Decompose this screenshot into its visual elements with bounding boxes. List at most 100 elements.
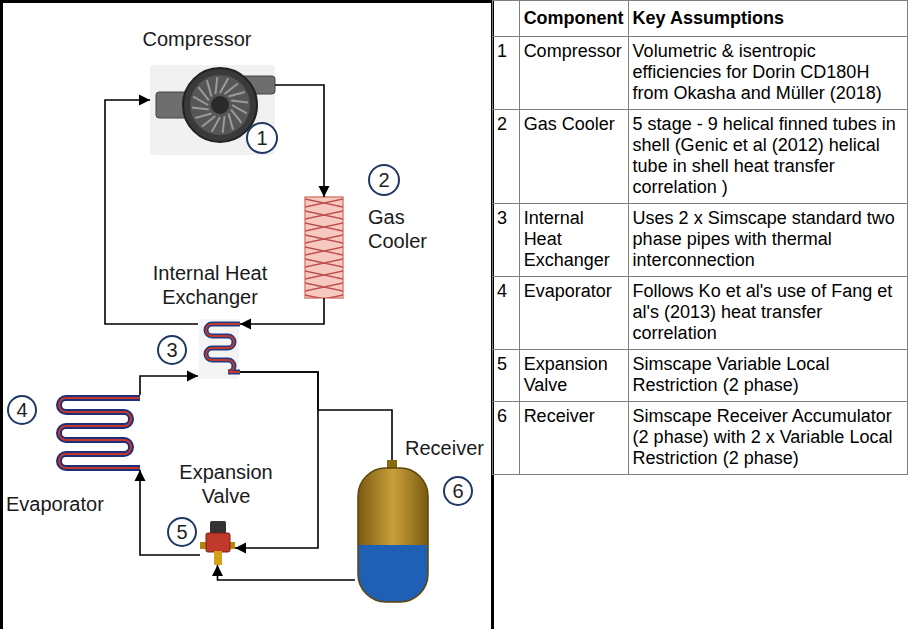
table-cell: 5 stage - 9 helical finned tubes in shel…	[628, 110, 907, 204]
table-cell: 5	[493, 350, 520, 402]
callout-ring	[168, 518, 196, 546]
receiver-unit: Receiver	[355, 460, 430, 605]
table-row: 3 Internal Heat ExchangerUses 2 x Simscap…	[493, 204, 908, 277]
table-text: 2	[497, 114, 515, 135]
callout-circle: 2	[368, 164, 400, 196]
table-text: Expansion Valve	[524, 354, 624, 396]
flow-line	[218, 565, 356, 580]
table-header: Key Assumptions	[633, 8, 903, 29]
compressor-fin	[195, 113, 211, 118]
table-text: Simscape Receiver Accumulator (2 phase) …	[633, 406, 903, 469]
flow-line	[140, 376, 198, 395]
table-cell: 6	[493, 402, 520, 475]
flow-line	[240, 372, 392, 460]
evaporator-core	[59, 398, 140, 468]
table-cell: Compressor	[519, 37, 628, 110]
compressor-fin	[231, 100, 248, 102]
component-label: Evaporator	[6, 492, 126, 516]
compressor-fin	[192, 108, 209, 110]
evaporator-tube	[59, 398, 140, 468]
compressor-fin	[228, 92, 244, 97]
table-cell: Simscape Variable Local Restriction (2 p…	[628, 350, 907, 402]
table-cell: Receiver	[519, 402, 628, 475]
table-text: Volumetric & isentropic efficiencies for…	[633, 41, 903, 104]
callout-circle: 4	[7, 395, 37, 425]
table-cell: Simscape Receiver Accumulator (2 phase) …	[628, 402, 907, 475]
flow-line	[275, 85, 324, 197]
expansion-valve-unit: Expansion Valve	[200, 520, 235, 565]
table-cell: Uses 2 x Simscape standard two phase pip…	[628, 204, 907, 277]
heat-exchanger-unit: Internal Heat Exchanger	[198, 318, 240, 380]
table-text: 6	[497, 406, 515, 427]
callout-ring	[247, 123, 277, 153]
compressor-fin	[198, 87, 208, 100]
ihx-backdrop	[199, 319, 239, 379]
table-text: Receiver	[524, 406, 624, 427]
table-text: Simscape Variable Local Restriction (2 p…	[633, 354, 903, 396]
compressor-fin	[228, 113, 233, 129]
valve-stem	[214, 551, 222, 565]
callout-circle: 3	[157, 335, 187, 365]
compressor-body	[183, 68, 257, 142]
callout-circle: 1	[246, 122, 278, 154]
callout-number: 3	[157, 335, 187, 365]
compressor-fin	[202, 116, 215, 126]
ihx-cold-tube	[206, 324, 240, 372]
table-cell: 3	[493, 204, 520, 277]
table-row: 5 Expansion ValveSimscape Variable Local …	[493, 350, 908, 402]
assumption-table: Component Key Assumptions 1 Compressor Volum…	[492, 0, 908, 475]
component-label: Compressor	[127, 27, 267, 51]
compressor-fin	[225, 83, 238, 93]
valve-actuator	[210, 521, 226, 534]
drawing-part	[192, 77, 248, 133]
table-text: 4	[497, 281, 515, 302]
component-label: Receiver	[405, 436, 490, 460]
table-text: 3	[497, 208, 515, 229]
panel-frame	[2, 2, 493, 629]
callout-number: 1	[246, 122, 278, 154]
valve-body	[206, 533, 230, 552]
receiver-outline	[358, 468, 428, 602]
compressor-hub	[211, 96, 229, 114]
callout-circle: 6	[443, 476, 473, 506]
table-row: 6 Receiver Simscape Receiver Accumulator (…	[493, 402, 908, 475]
table-text: Follows Ko et al's use of Fang et al's (…	[633, 281, 903, 344]
callout-number: 5	[167, 517, 197, 547]
table-text: Uses 2 x Simscape standard two phase pip…	[633, 208, 903, 271]
table-text: 1	[497, 41, 515, 62]
table-text: 5 stage - 9 helical finned tubes in shel…	[633, 114, 903, 198]
callout-ring	[369, 165, 399, 195]
table-cell: Gas Cooler	[519, 110, 628, 204]
callout-ring	[158, 336, 186, 364]
callout-number: 4	[7, 395, 37, 425]
flow-line	[235, 372, 318, 548]
compressor-fin	[215, 77, 217, 94]
table-cell: Evaporator	[519, 277, 628, 350]
table-cell: 4	[493, 277, 520, 350]
table-cell: 2	[493, 110, 520, 204]
table-row: 4EvaporatorFollows Ko et al's use of Fan…	[493, 277, 908, 350]
evaporator-unit: Evaporator	[40, 395, 150, 470]
table-cell: Key Assumptions	[628, 1, 907, 37]
receiver-liquid	[358, 545, 428, 602]
table-text: 5	[497, 354, 515, 375]
table-row: 2 Gas Cooler 5 stage - 9 helical finned tu…	[493, 110, 908, 204]
callout-circle: 5	[167, 517, 197, 547]
table-header: Component	[524, 8, 624, 29]
callout-ring	[8, 396, 36, 424]
table-text: Compressor	[524, 41, 624, 62]
table-row: 1 Compressor Volumetric & isentropic effic…	[493, 37, 908, 110]
compressor-fin	[207, 80, 212, 96]
callout-number: 2	[368, 164, 400, 196]
compressor-ring	[190, 75, 250, 135]
table-cell: Expansion Valve	[519, 350, 628, 402]
table-cell: Volumetric & isentropic efficiencies for…	[628, 37, 907, 110]
table-text: Gas Cooler	[524, 114, 624, 135]
table-text: Internal Heat Exchanger	[524, 208, 624, 271]
table-row: Component Key Assumptions	[493, 1, 908, 37]
component-label: Gas Cooler	[368, 205, 443, 253]
component-label: Internal Heat Exchanger	[135, 261, 285, 309]
compressor-fin	[231, 110, 241, 123]
table-cell: Internal Heat Exchanger	[519, 204, 628, 277]
